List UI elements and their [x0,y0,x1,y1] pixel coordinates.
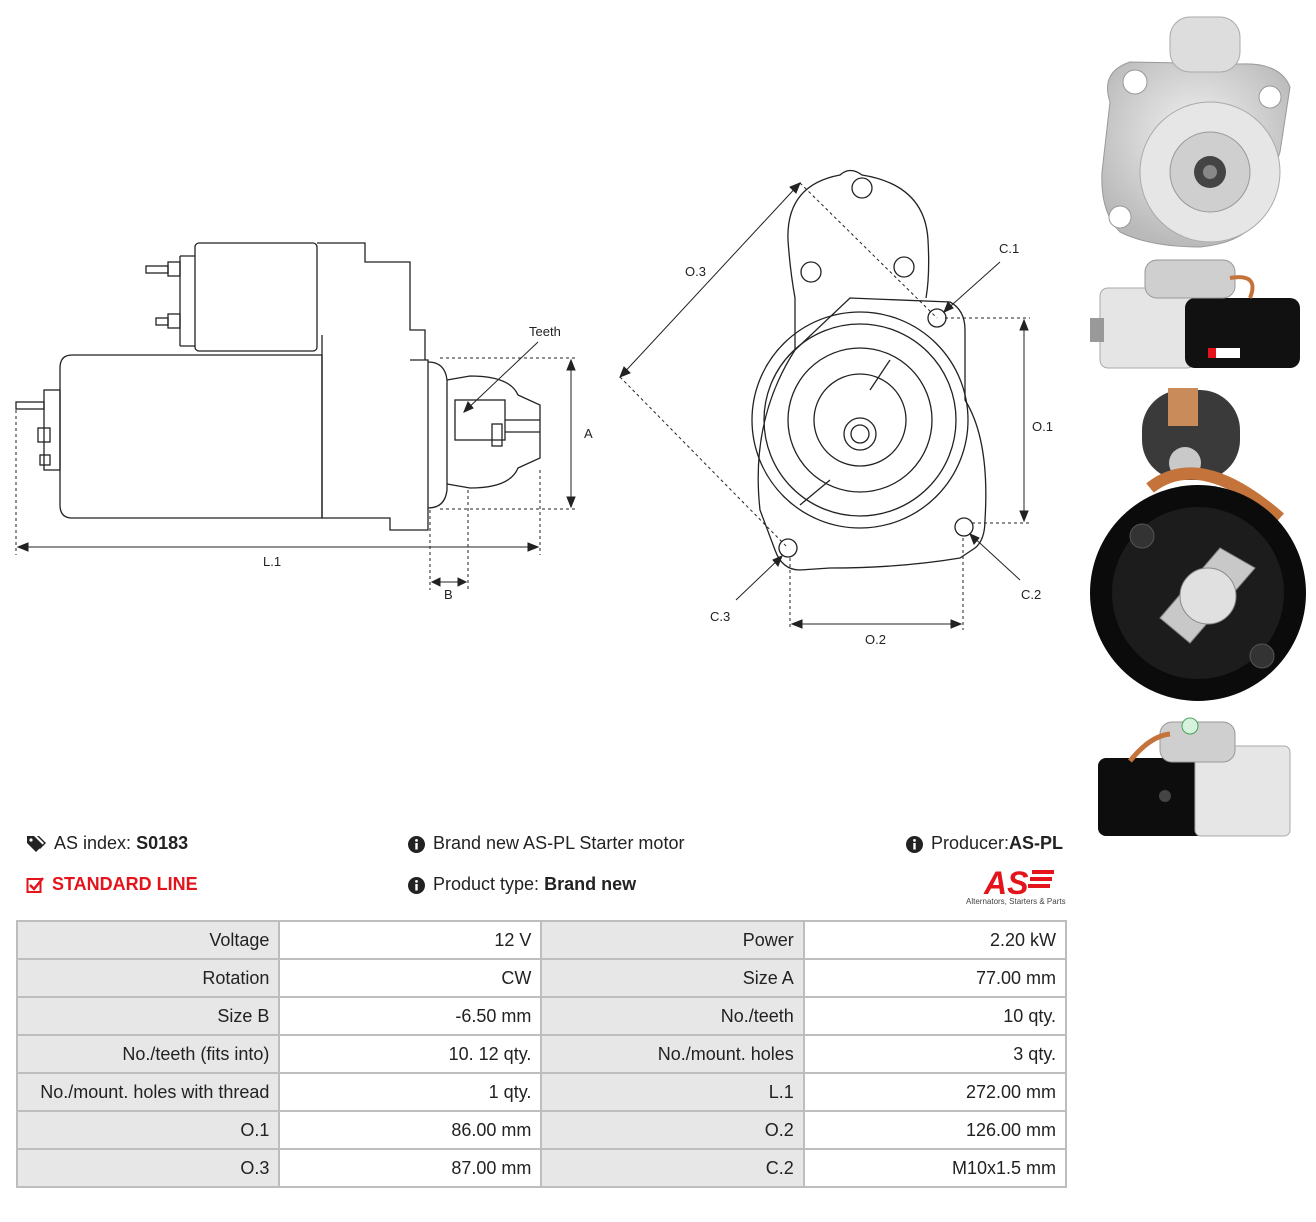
info-icon [906,835,923,853]
as-index-label: AS index: [54,833,132,853]
product-type: Product type: Brand new [408,874,636,895]
dim-o2-label: O.2 [865,632,886,647]
as-index: AS index: S0183 [26,833,188,854]
teeth-label: Teeth [529,324,561,339]
spec-value: -6.50 mm [278,996,543,1036]
product-photo-front[interactable] [1090,12,1310,257]
spec-value: CW [278,958,543,998]
spec-key: Rotation [15,958,281,998]
dim-c3-label: C.3 [710,609,730,624]
spec-key: O.2 [540,1110,805,1150]
product-type-value: Brand new [544,874,637,894]
technical-drawing: Teeth A B L.1 O.1 O.2 O.3 C.1 C.2 C.3 [15,169,1053,647]
product-description: Brand new AS-PL Starter motor [408,833,684,854]
spec-value: 272.00 mm [802,1072,1068,1112]
spec-value: 77.00 mm [802,958,1068,998]
dim-o3-label: O.3 [685,264,706,279]
motor-body-outline [15,335,429,531]
spec-value: 3 qty. [802,1034,1068,1074]
standard-line-badge: STANDARD LINE [26,874,198,895]
spec-value: 10 qty. [802,996,1068,1036]
front-view-outline [751,169,987,571]
description-text: Brand new AS-PL Starter motor [433,833,685,853]
product-photo-side[interactable] [1090,258,1310,376]
producer-label: Producer: [931,833,1010,853]
as-pl-logo: AS Alternators, Starters & Parts [962,864,1068,908]
dim-o1-label: O.1 [1032,419,1053,434]
spec-key: Voltage [15,920,281,960]
spec-key: No./teeth [540,996,805,1036]
spec-key: O.3 [15,1148,281,1188]
product-photo-angle[interactable] [1090,716,1310,841]
as-logo-mark: AS [983,865,1054,901]
drive-end-outline [427,361,541,509]
info-icon [408,876,425,894]
spec-key: Size B [15,996,281,1036]
spec-value: 12 V [278,920,543,960]
spec-value: 86.00 mm [278,1110,543,1150]
dim-c2-label: C.2 [1021,587,1041,602]
spec-value: 1 qty. [278,1072,543,1112]
logo-text: AS [983,865,1029,898]
spec-key: Size A [540,958,805,998]
dim-l1-label: L.1 [263,554,281,569]
producer-value: AS-PL [1009,833,1064,853]
spec-value: M10x1.5 mm [802,1148,1068,1188]
dim-c1-label: C.1 [999,241,1019,256]
spec-key: No./mount. holes with thread [15,1072,281,1112]
product-photo-rear[interactable] [1090,388,1310,706]
spec-key: No./teeth (fits into) [15,1034,281,1074]
check-square-icon [26,877,44,894]
spec-value: 10. 12 qty. [278,1034,543,1074]
spec-value: 2.20 kW [802,920,1068,960]
logo-tagline: Alternators, Starters & Parts [966,897,1066,906]
as-index-value: S0183 [136,833,189,853]
spec-value: 87.00 mm [278,1148,543,1188]
spec-key: C.2 [540,1148,805,1188]
tag-icon [27,836,46,853]
spec-key: No./mount. holes [540,1034,805,1074]
spec-key: O.1 [15,1110,281,1150]
dim-b-label: B [444,587,453,602]
spec-row: No./teeth (fits into)10. 12 qty.No./moun… [15,1034,1068,1074]
producer: Producer:AS-PL [906,833,1063,854]
product-type-label: Product type: [433,874,540,894]
solenoid-outline [145,242,426,360]
spec-key: L.1 [540,1072,805,1112]
dim-a-label: A [584,426,593,441]
info-icon [408,835,425,853]
spec-value: 126.00 mm [802,1110,1068,1150]
standard-line-text: STANDARD LINE [52,874,198,894]
spec-key: Power [540,920,805,960]
